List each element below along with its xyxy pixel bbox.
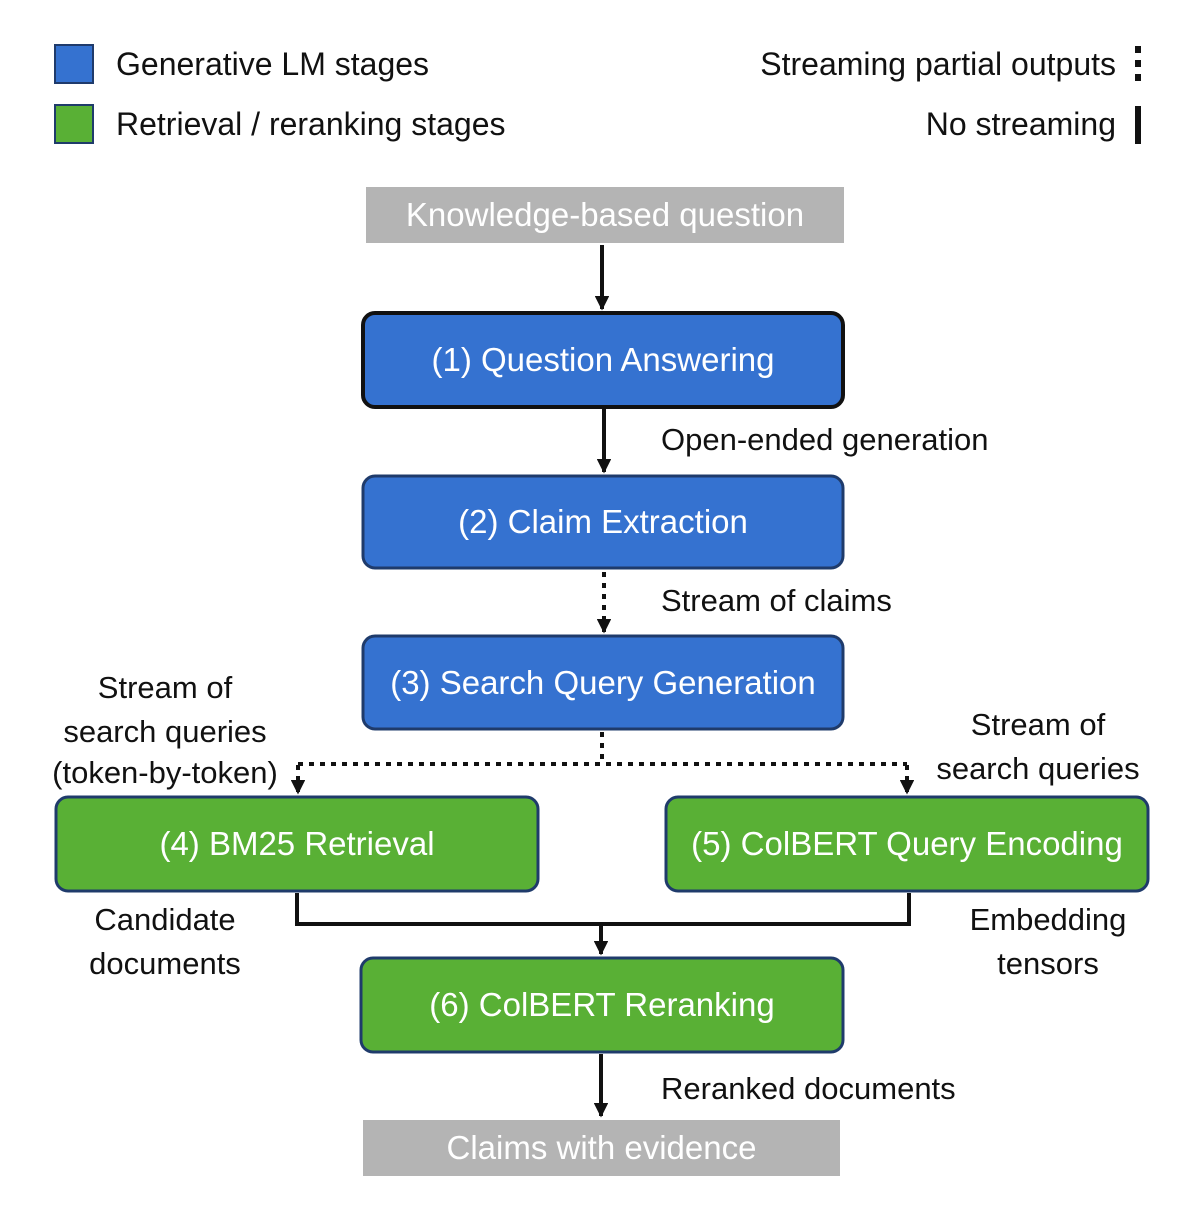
node-question-answering: (1) Question Answering bbox=[431, 341, 775, 378]
node-box-rerank bbox=[359, 956, 845, 1054]
node-question: Knowledge-based question bbox=[405, 196, 805, 233]
legend-streaming-label: Streaming partial outputs bbox=[760, 46, 1116, 82]
legend-retrieval-label: Retrieval / reranking stages bbox=[116, 106, 506, 142]
node-claims-with-evidence: Claims with evidence bbox=[446, 1129, 757, 1166]
node-box-evidence bbox=[363, 1120, 840, 1176]
label-embedding-tensors: Embedding tensors bbox=[969, 902, 1127, 981]
node-box-qa bbox=[361, 311, 845, 409]
node-search-query-generation: (3) Search Query Generation bbox=[390, 663, 816, 701]
node-claim-extraction: (2) Claim Extraction bbox=[458, 503, 748, 540]
label-stream-queries-right: Stream of search queries bbox=[936, 707, 1140, 786]
label-stream-of-claims: Stream of claims bbox=[661, 583, 892, 618]
legend-no-streaming-label: No streaming bbox=[925, 106, 1116, 142]
edge-merge-bus bbox=[295, 893, 911, 926]
label-stream-queries-left: Stream of search queries (token-by-token… bbox=[52, 670, 278, 790]
node-box-colbert-enc bbox=[664, 795, 1150, 893]
legend-retrieval-swatch bbox=[54, 104, 94, 144]
label-open-ended-generation: Open-ended generation bbox=[661, 422, 989, 457]
legend-generative-swatch bbox=[54, 44, 94, 84]
legend-no-streaming-solid-line bbox=[1135, 106, 1141, 144]
node-box-sqg bbox=[361, 634, 845, 731]
node-box-bm25 bbox=[54, 795, 540, 893]
label-candidate-documents: Candidate documents bbox=[89, 902, 241, 981]
node-colbert-reranking: (6) ColBERT Reranking bbox=[429, 986, 775, 1023]
legend-streaming-dotted-line bbox=[1135, 44, 1141, 84]
node-box-question bbox=[366, 187, 844, 243]
node-box-claim bbox=[361, 474, 845, 570]
label-reranked-documents: Reranked documents bbox=[661, 1071, 956, 1106]
node-bm25-retrieval: (4) BM25 Retrieval bbox=[159, 825, 435, 862]
legend-generative-label: Generative LM stages bbox=[116, 46, 430, 82]
node-colbert-query-encoding: (5) ColBERT Query Encoding bbox=[691, 825, 1123, 862]
